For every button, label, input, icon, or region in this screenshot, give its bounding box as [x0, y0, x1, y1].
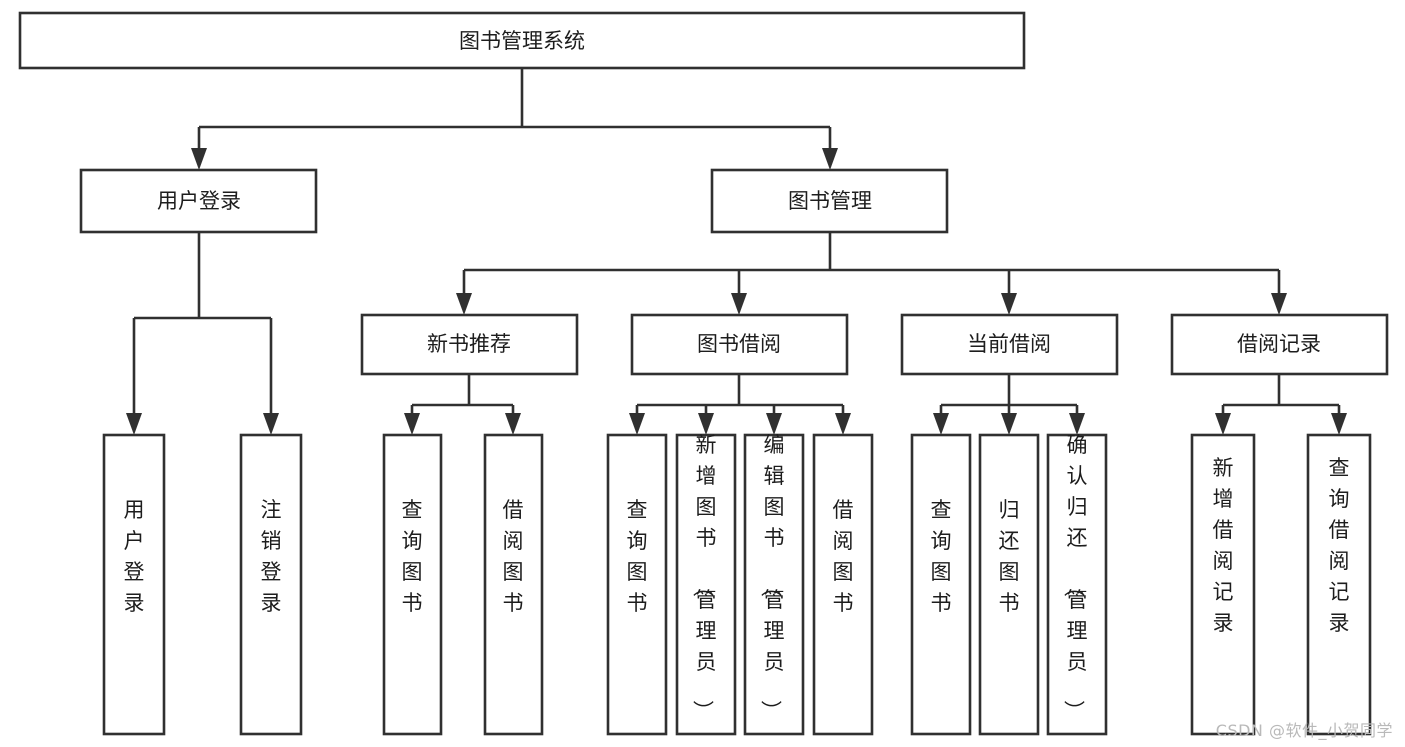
- arrow-head-to-leaf-add-book: [698, 413, 714, 435]
- csdn-watermark: CSDN @软件_小贺同学: [1215, 721, 1393, 740]
- arrow-head-to-leaf-query-book-2: [629, 413, 645, 435]
- arrow-head-root-to-user-login: [191, 148, 207, 170]
- node-leaf-query-book-3-label: 查询图书: [931, 498, 952, 615]
- node-borrow-record-box[interactable]: [1170, 313, 1389, 376]
- arrow-head-to-leaf-query-book-1: [404, 413, 420, 435]
- node-user-login-label: 用户登录: [157, 189, 241, 213]
- connector-group-book-manage-to-level3: [456, 232, 1287, 315]
- node-leaf-edit-book-label: 编辑图书（管理员）: [759, 433, 785, 721]
- arrow-head-to-leaf-user-login: [126, 413, 142, 435]
- node-leaf-confirm-return[interactable]: 确认归还（管理员）: [1046, 433, 1108, 736]
- node-book-borrow-label: 图书借阅: [697, 332, 781, 356]
- node-new-book-rec[interactable]: 新书推荐: [360, 313, 579, 376]
- node-root[interactable]: 图书管理系统: [18, 11, 1026, 70]
- arrow-head-to-leaf-borrow-book-1: [505, 413, 521, 435]
- arrow-head-to-leaf-borrow-book-2: [835, 413, 851, 435]
- node-current-borrow-label: 当前借阅: [967, 332, 1051, 356]
- node-borrow-record[interactable]: 借阅记录: [1170, 313, 1389, 376]
- arrow-head-to-leaf-return-book: [1001, 413, 1017, 435]
- connector-group-new-book-rec-to-leaves: [404, 374, 521, 435]
- node-leaf-query-book-2-box[interactable]: [606, 433, 668, 736]
- connector-group-current-borrow-to-leaves: [933, 374, 1085, 435]
- node-book-borrow-box[interactable]: [630, 313, 849, 376]
- node-leaf-borrow-book-2-box[interactable]: [812, 433, 874, 736]
- node-borrow-record-label: 借阅记录: [1237, 332, 1321, 356]
- node-leaf-edit-book-box[interactable]: [743, 433, 805, 736]
- node-leaf-borrow-book-1-label: 借阅图书: [503, 498, 524, 615]
- arrow-head-to-leaf-confirm-return: [1069, 413, 1085, 435]
- node-leaf-borrow-book-1-box[interactable]: [483, 433, 544, 736]
- node-leaf-query-book-3[interactable]: 查询图书: [910, 433, 972, 736]
- arrow-head-to-book-borrow: [731, 293, 747, 315]
- connector-group-book-borrow-to-leaves: [629, 374, 851, 435]
- node-book-manage[interactable]: 图书管理: [710, 168, 949, 234]
- node-leaf-query-record[interactable]: 查询借阅记录: [1306, 433, 1372, 736]
- connector-group-borrow-record-to-leaves: [1215, 374, 1347, 435]
- arrow-head-to-current-borrow: [1001, 293, 1017, 315]
- node-new-book-rec-box[interactable]: [360, 313, 579, 376]
- node-leaf-query-book-2[interactable]: 查询图书: [606, 433, 668, 736]
- node-leaf-return-book-label: 归还图书: [999, 498, 1020, 615]
- node-leaf-user-logout-box[interactable]: [239, 433, 303, 736]
- node-leaf-edit-book[interactable]: 编辑图书（管理员）: [743, 433, 805, 736]
- node-leaf-add-book-box[interactable]: [675, 433, 737, 736]
- node-leaf-user-login[interactable]: 用户登录: [102, 433, 166, 736]
- arrow-head-to-leaf-query-record: [1331, 413, 1347, 435]
- node-user-login-box[interactable]: [79, 168, 318, 234]
- node-leaf-user-logout[interactable]: 注销登录: [239, 433, 303, 736]
- node-leaf-return-book[interactable]: 归还图书: [978, 433, 1040, 736]
- node-leaf-borrow-book-2-label: 借阅图书: [833, 498, 854, 615]
- arrow-head-to-new-book-rec: [456, 293, 472, 315]
- connector-group-root-to-level2: [191, 68, 838, 170]
- node-leaf-borrow-book-1[interactable]: 借阅图书: [483, 433, 544, 736]
- connector-group-user-login-to-leaves: [126, 232, 279, 435]
- arrow-head-root-to-book-manage: [822, 148, 838, 170]
- node-leaf-query-book-1-label: 查询图书: [402, 498, 423, 615]
- node-leaf-add-book-label: 新增图书（管理员）: [691, 433, 717, 721]
- arrow-head-to-leaf-user-logout: [263, 413, 279, 435]
- node-leaf-confirm-return-label: 确认归还（管理员）: [1062, 433, 1088, 721]
- node-book-manage-box[interactable]: [710, 168, 949, 234]
- node-leaf-add-record[interactable]: 新增借阅记录: [1190, 433, 1256, 736]
- node-leaf-return-book-box[interactable]: [978, 433, 1040, 736]
- node-new-book-rec-label: 新书推荐: [427, 332, 511, 356]
- node-leaf-query-record-box[interactable]: [1306, 433, 1372, 736]
- arrow-head-to-leaf-query-book-3: [933, 413, 949, 435]
- node-user-login[interactable]: 用户登录: [79, 168, 318, 234]
- node-leaf-add-book[interactable]: 新增图书（管理员）: [675, 433, 737, 736]
- node-current-borrow-box[interactable]: [900, 313, 1119, 376]
- node-leaf-query-book-1-box[interactable]: [382, 433, 443, 736]
- arrow-head-to-borrow-record: [1271, 293, 1287, 315]
- node-book-manage-label: 图书管理: [788, 189, 872, 213]
- node-leaf-user-logout-label: 注销登录: [261, 498, 282, 615]
- node-leaf-query-book-2-label: 查询图书: [627, 498, 648, 615]
- arrow-head-to-leaf-edit-book: [766, 413, 782, 435]
- node-leaf-query-book-1[interactable]: 查询图书: [382, 433, 443, 736]
- node-root-box[interactable]: [18, 11, 1026, 70]
- node-leaf-user-login-label: 用户登录: [124, 498, 145, 615]
- arrow-head-to-leaf-add-record: [1215, 413, 1231, 435]
- node-leaf-query-record-label: 查询借阅记录: [1329, 456, 1350, 635]
- node-leaf-user-login-box[interactable]: [102, 433, 166, 736]
- node-leaf-confirm-return-box[interactable]: [1046, 433, 1108, 736]
- node-leaf-add-record-label: 新增借阅记录: [1213, 456, 1234, 635]
- node-current-borrow[interactable]: 当前借阅: [900, 313, 1119, 376]
- node-leaf-add-record-box[interactable]: [1190, 433, 1256, 736]
- node-book-borrow[interactable]: 图书借阅: [630, 313, 849, 376]
- node-root-label: 图书管理系统: [459, 29, 585, 53]
- node-leaf-query-book-3-box[interactable]: [910, 433, 972, 736]
- node-leaf-borrow-book-2[interactable]: 借阅图书: [812, 433, 874, 736]
